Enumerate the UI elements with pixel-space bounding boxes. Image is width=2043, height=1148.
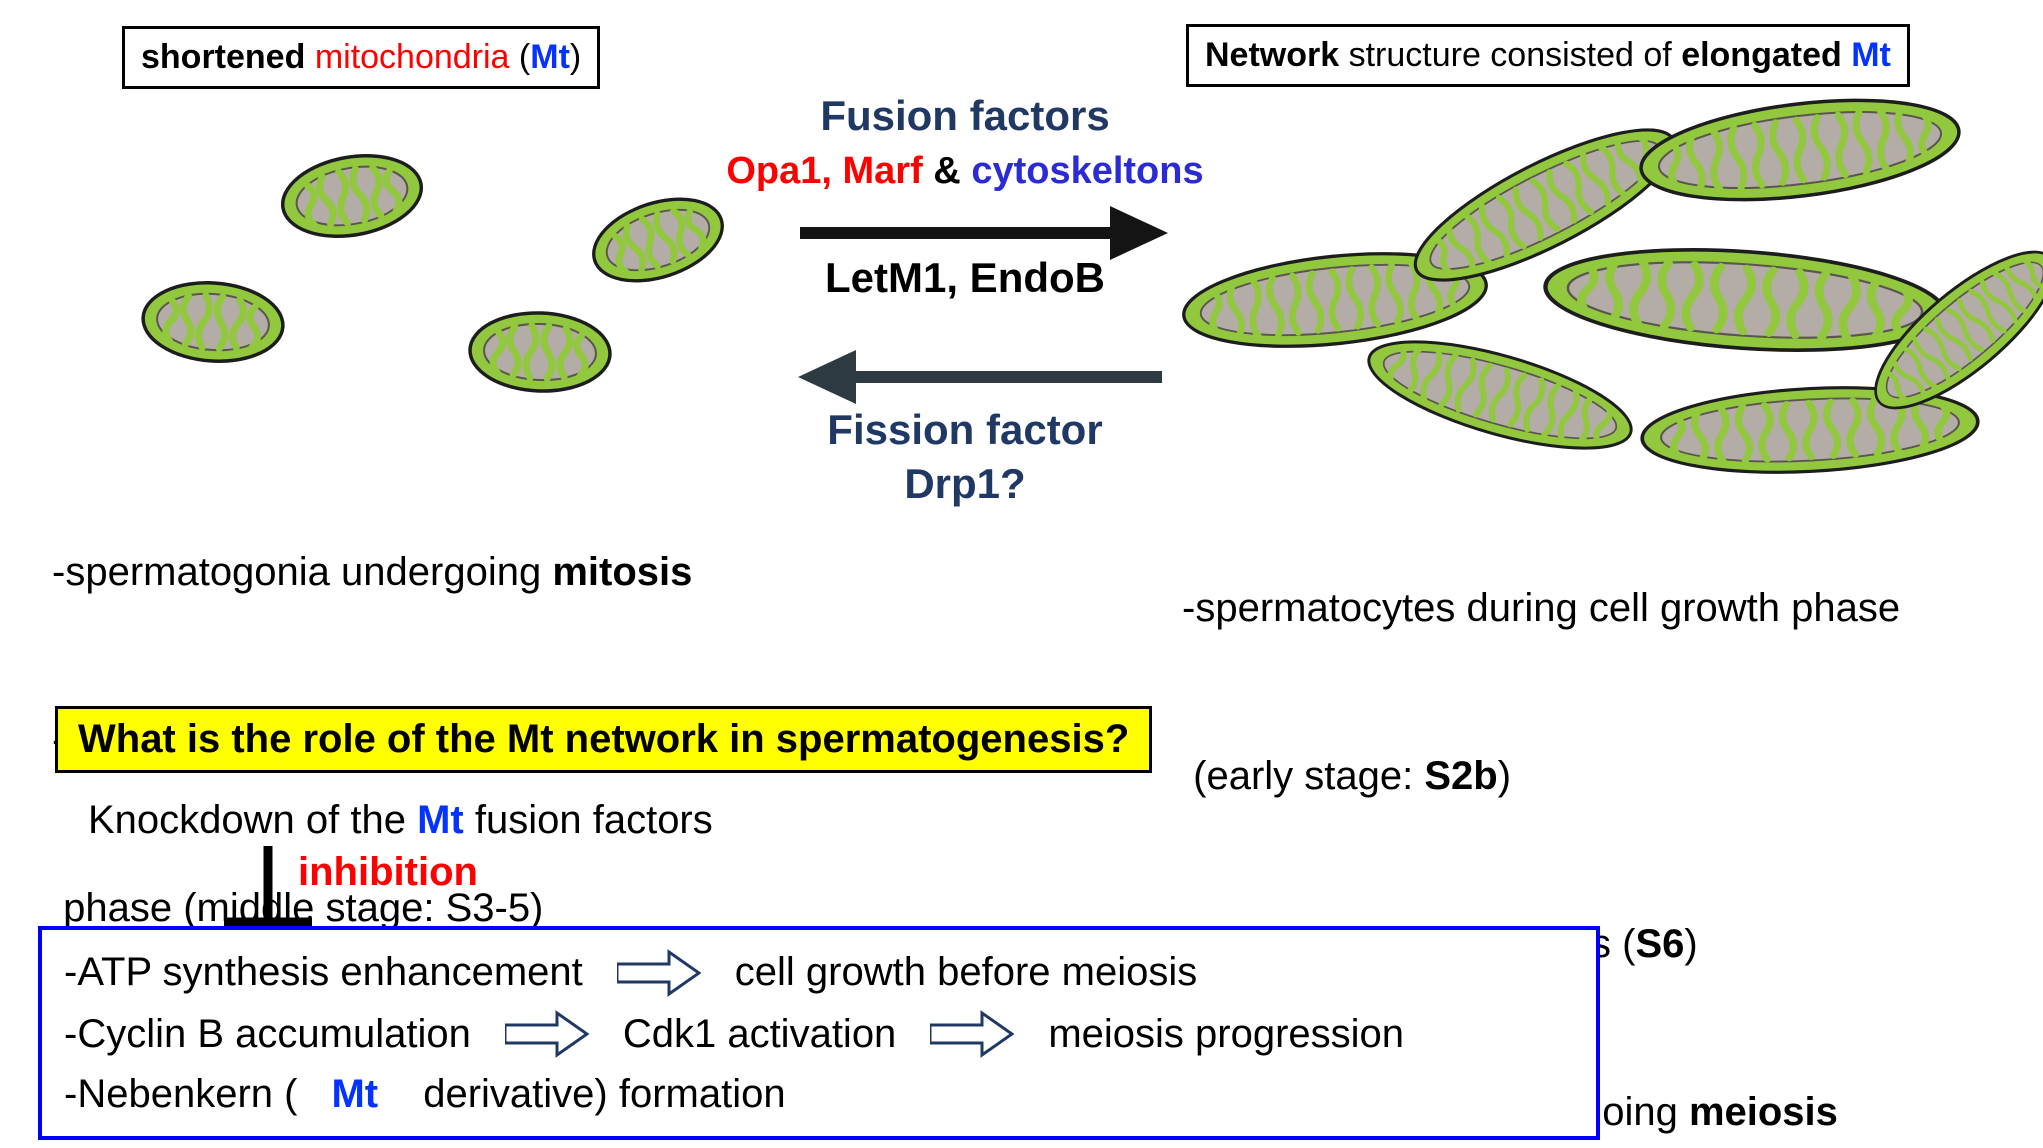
meiosis-progression-text: meiosis progression bbox=[1048, 1011, 1405, 1056]
cell-growth-before-meiosis-text: cell growth before meiosis bbox=[734, 950, 1198, 995]
elongated-mitochondrion-icon bbox=[1542, 238, 1948, 362]
left-note-line3: phase (middle stage: S3-5) bbox=[52, 880, 692, 936]
right-note-line1-text: -spermatocytes during cell growth phase bbox=[1182, 586, 1901, 630]
mt-abbr: Mt bbox=[1851, 36, 1891, 74]
left-note-line3-text: phase (middle stage: S3-5) bbox=[52, 886, 544, 930]
elongated-mitochondrion-icon bbox=[1636, 85, 1965, 215]
nebenkern-post: derivative) formation bbox=[412, 1072, 786, 1117]
elongated-word: elongated bbox=[1681, 36, 1842, 74]
shortened-word: shortened bbox=[141, 38, 315, 76]
left-note-line1-text: -spermatogonia undergoing bbox=[52, 550, 553, 594]
nebenkern-pre: -Nebenkern ( bbox=[64, 1072, 298, 1117]
ampersand: & bbox=[922, 150, 972, 192]
mt-abbr: Mt bbox=[530, 38, 570, 76]
inhibition-label: inhibition bbox=[298, 850, 478, 894]
knockdown-line: Knockdown of the Mt fusion factors bbox=[88, 798, 713, 843]
network-middle-text: structure consisted of bbox=[1339, 36, 1682, 74]
drp1-label: Drp1? bbox=[904, 460, 1026, 507]
s6-word: S6 bbox=[1635, 922, 1685, 966]
mitochondrion-icon bbox=[140, 278, 285, 366]
question-banner: What is the role of the Mt network in sp… bbox=[55, 706, 1153, 773]
left-note-line1: -spermatogonia undergoing mitosis bbox=[52, 544, 692, 600]
mitochondrion-icon bbox=[469, 311, 612, 394]
cytoskeltons-text: cytoskeltons bbox=[971, 150, 1204, 192]
shortened-mt-label-box: shortened mitochondria (Mt) bbox=[122, 26, 601, 89]
inhibition-tbar-icon bbox=[224, 846, 312, 927]
fusion-arrow-icon bbox=[800, 206, 1168, 260]
knockdown-post: fusion factors bbox=[463, 798, 713, 842]
right-note-line2-post: ) bbox=[1497, 754, 1512, 798]
flow-arrow-icon bbox=[930, 1010, 1015, 1059]
cyclin-b-text: -Cyclin B accumulation bbox=[64, 1011, 471, 1056]
mt-network-group bbox=[1179, 85, 2043, 480]
right-note-line1: -spermatocytes during cell growth phase bbox=[1182, 580, 1900, 636]
paren-close: ) bbox=[569, 38, 582, 76]
meiosis-word: meiosis bbox=[1688, 1090, 1838, 1134]
opa1-marf-text: Opa1, Marf bbox=[726, 150, 923, 192]
flow-arrow-icon bbox=[504, 1010, 589, 1059]
mt-abbr: Mt bbox=[417, 798, 464, 842]
fission-arrow-icon bbox=[798, 350, 1162, 404]
results-row-3: -Nebenkern ( Mt derivative) formation bbox=[64, 1072, 1574, 1117]
cdk1-activation-text: Cdk1 activation bbox=[622, 1011, 897, 1056]
results-row-1: -ATP synthesis enhancement cell growth b… bbox=[64, 948, 1574, 997]
network-word: Network bbox=[1205, 36, 1340, 74]
mitochondrion-icon bbox=[276, 145, 427, 246]
right-note-line2: (early stage: S2b) bbox=[1182, 748, 1900, 804]
mitochondria-word: mitochondria bbox=[314, 38, 510, 76]
results-row-2: -Cyclin B accumulation Cdk1 activation m… bbox=[64, 1010, 1574, 1059]
elongated-mitochondrion-icon bbox=[1358, 320, 1641, 470]
mitosis-word: mitosis bbox=[552, 550, 693, 594]
fission-factor-title: Fission factor bbox=[827, 406, 1103, 453]
right-note-line3-post: ) bbox=[1684, 922, 1698, 966]
knockdown-pre: Knockdown of the bbox=[88, 798, 418, 842]
fusion-factors-title: Fusion factors bbox=[820, 92, 1110, 139]
letm1-endob-label: LetM1, EndoB bbox=[825, 254, 1105, 301]
results-box: -ATP synthesis enhancement cell growth b… bbox=[38, 926, 1600, 1140]
fusion-factors-list: Opa1, Marf & cytoskeltons bbox=[590, 150, 1340, 193]
right-note-line2-pre: (early stage: bbox=[1182, 754, 1425, 798]
atp-synthesis-text: -ATP synthesis enhancement bbox=[64, 950, 583, 995]
paren-open: ( bbox=[509, 38, 531, 76]
mt-abbr: Mt bbox=[331, 1072, 379, 1117]
network-mt-label-box: Network structure consisted of elongated… bbox=[1186, 24, 1910, 87]
space bbox=[1842, 36, 1851, 74]
flow-arrow-icon bbox=[616, 948, 701, 997]
s2b-word: S2b bbox=[1424, 754, 1498, 798]
